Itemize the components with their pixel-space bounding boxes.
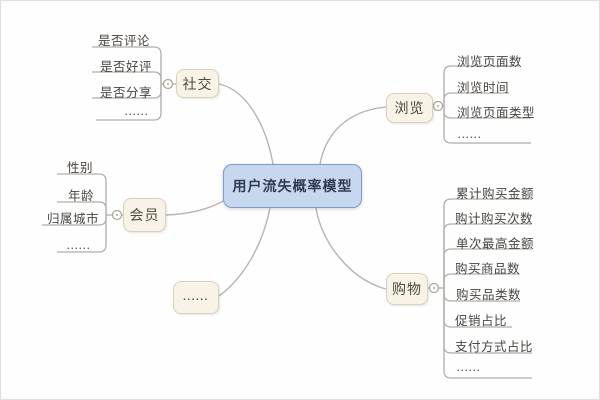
connector-member <box>165 200 224 216</box>
child-shop-totalamount[interactable]: 累计购买金额 <box>456 187 535 201</box>
child-browse-more[interactable]: ...... <box>458 130 483 140</box>
branch-label-social: 社交 <box>182 75 213 92</box>
child-shop-totaltimes[interactable]: 购计购买次数 <box>455 212 534 226</box>
child-member-age[interactable]: 年龄 <box>68 189 95 203</box>
branch-node-social[interactable]: 社交 <box>176 69 219 98</box>
branch-label-member: 会员 <box>129 207 160 223</box>
toggle-dot-browse <box>437 105 439 107</box>
branch-node-other[interactable]: ...... <box>173 281 219 314</box>
bracket-shopping <box>428 198 532 379</box>
child-shop-more[interactable]: ...... <box>457 363 482 373</box>
root-node[interactable]: 用户流失概率模型 <box>223 164 362 208</box>
child-social-comment[interactable]: 是否评论 <box>98 34 151 48</box>
child-shop-categorycount[interactable]: 购买品类数 <box>456 288 522 302</box>
child-browse-time[interactable]: 浏览时间 <box>457 81 510 95</box>
toggles <box>111 78 444 294</box>
child-shop-promoratio[interactable]: 促销占比 <box>455 314 508 328</box>
child-browse-pages[interactable]: 浏览页面数 <box>457 55 523 69</box>
branch-label-other: ...... <box>183 292 209 303</box>
branch-node-member[interactable]: 会员 <box>123 198 166 232</box>
child-shop-payratio[interactable]: 支付方式占比 <box>455 340 534 354</box>
child-member-more[interactable]: ...... <box>67 241 92 251</box>
connector-social <box>218 83 274 165</box>
branch-label-shopping: 购物 <box>392 281 422 297</box>
child-shop-maxsingle[interactable]: 单次最高金额 <box>456 237 535 251</box>
bracket-member <box>42 173 123 253</box>
toggle-dot-social <box>167 83 169 85</box>
child-browse-pagetype[interactable]: 浏览页面类型 <box>457 106 536 120</box>
branch-node-shopping[interactable]: 购物 <box>386 273 428 305</box>
child-member-city[interactable]: 归属城市 <box>47 212 100 226</box>
toggle-dot-member <box>116 214 118 216</box>
connector-browse <box>319 106 387 165</box>
branch-node-browse[interactable]: 浏览 <box>386 93 433 123</box>
child-social-goodreview[interactable]: 是否好评 <box>100 60 153 74</box>
child-member-gender[interactable]: 性别 <box>67 161 94 175</box>
child-social-share[interactable]: 是否分享 <box>100 86 153 100</box>
connector-shopping <box>315 207 387 290</box>
root-node-label: 用户流失概率模型 <box>232 178 353 194</box>
child-shop-itemcount[interactable]: 购买商品数 <box>455 262 521 276</box>
branch-label-browse: 浏览 <box>394 100 425 116</box>
bracket-social <box>92 46 176 121</box>
bracket-browse <box>433 65 531 144</box>
root-branch-connectors <box>165 83 387 297</box>
child-social-more[interactable]: ...... <box>125 107 150 117</box>
connector-other <box>218 207 271 297</box>
toggle-dot-shopping <box>433 287 435 289</box>
